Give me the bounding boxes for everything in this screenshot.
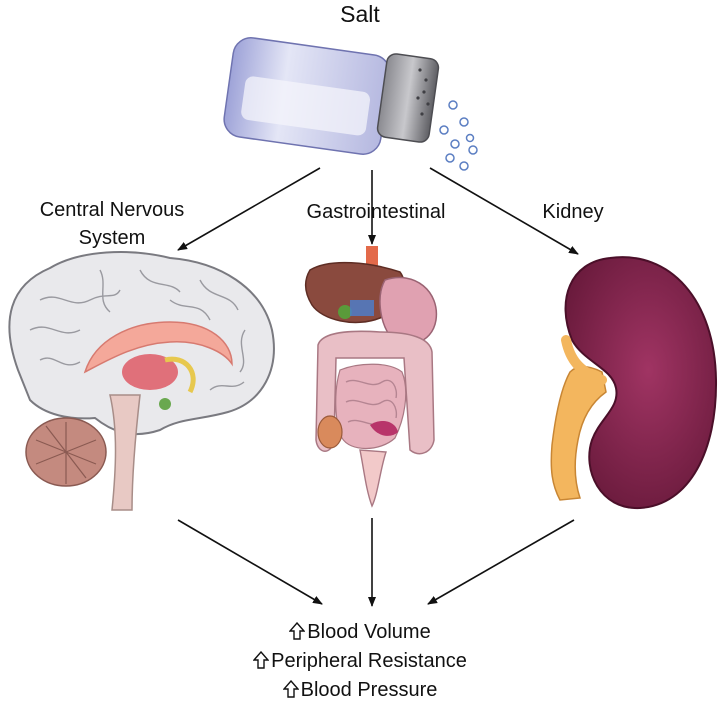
up-arrow-outline-icon [253, 651, 270, 669]
arrow-cns-to-outcome [177, 519, 323, 605]
outcome-text: Peripheral Resistance [271, 650, 467, 672]
label-cns-line2: System [78, 227, 146, 249]
gastrointestinal-illustration [305, 246, 438, 508]
label-gastrointestinal: Gastrointestinal [306, 201, 446, 223]
brain-illustration [8, 251, 275, 511]
outcomes-list: Blood Volume Peripheral Resistance Blood… [0, 618, 720, 705]
outcome-text: Blood Volume [307, 621, 431, 643]
label-cns-line1: Central Nervous [39, 199, 185, 221]
arrow-salt-to-cns [177, 167, 321, 251]
up-arrow-outline-icon [282, 680, 299, 698]
up-arrow-outline-icon [289, 622, 306, 640]
arrow-salt-to-kidney [429, 167, 579, 255]
kidney-illustration [550, 256, 718, 510]
outcome-blood-pressure: Blood Pressure [0, 676, 720, 705]
salt-grains [439, 100, 478, 171]
salt-shaker-icon [223, 37, 440, 155]
arrow-kidney-to-outcome [427, 519, 575, 605]
label-kidney: Kidney [542, 201, 604, 223]
outcome-text: Blood Pressure [300, 679, 438, 701]
salt-title: Salt [340, 1, 380, 27]
label-central-nervous-system: Central Nervous System [12, 196, 212, 252]
outcome-peripheral-resistance: Peripheral Resistance [0, 647, 720, 676]
outcome-blood-volume: Blood Volume [0, 618, 720, 647]
